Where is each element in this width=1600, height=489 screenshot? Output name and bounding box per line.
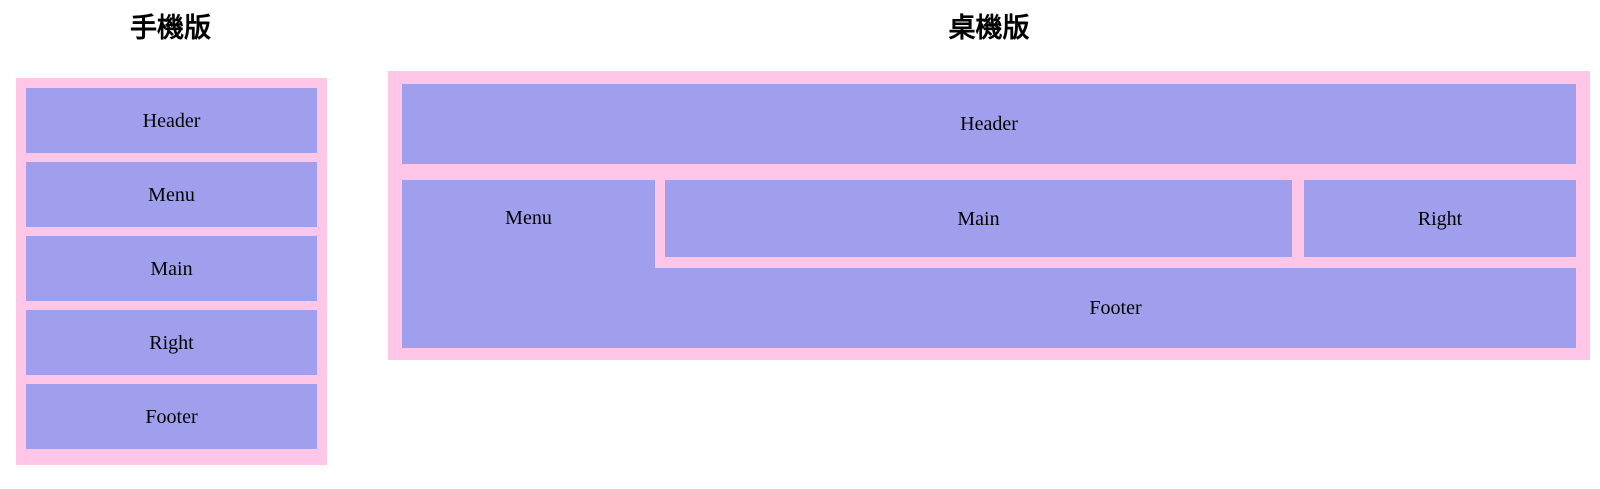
desktop-block-right[interactable]: Right: [1304, 180, 1576, 257]
desktop-section-title: 桌機版: [948, 13, 1030, 44]
mobile-block-main[interactable]: Main: [26, 236, 317, 301]
mobile-block-footer[interactable]: Footer: [26, 384, 317, 449]
desktop-block-main[interactable]: Main: [665, 180, 1292, 257]
desktop-block-footer[interactable]: Footer: [655, 268, 1576, 348]
mobile-block-right[interactable]: Right: [26, 310, 317, 375]
mobile-section-title: 手機版: [130, 13, 211, 44]
desktop-block-header[interactable]: Header: [402, 84, 1576, 164]
desktop-layout-frame: Header Menu Main Right Footer: [388, 71, 1590, 360]
desktop-block-menu[interactable]: Menu: [402, 180, 655, 348]
mobile-block-header[interactable]: Header: [26, 88, 317, 153]
mobile-layout-frame: Header Menu Main Right Footer: [16, 78, 327, 465]
mobile-block-menu[interactable]: Menu: [26, 162, 317, 227]
